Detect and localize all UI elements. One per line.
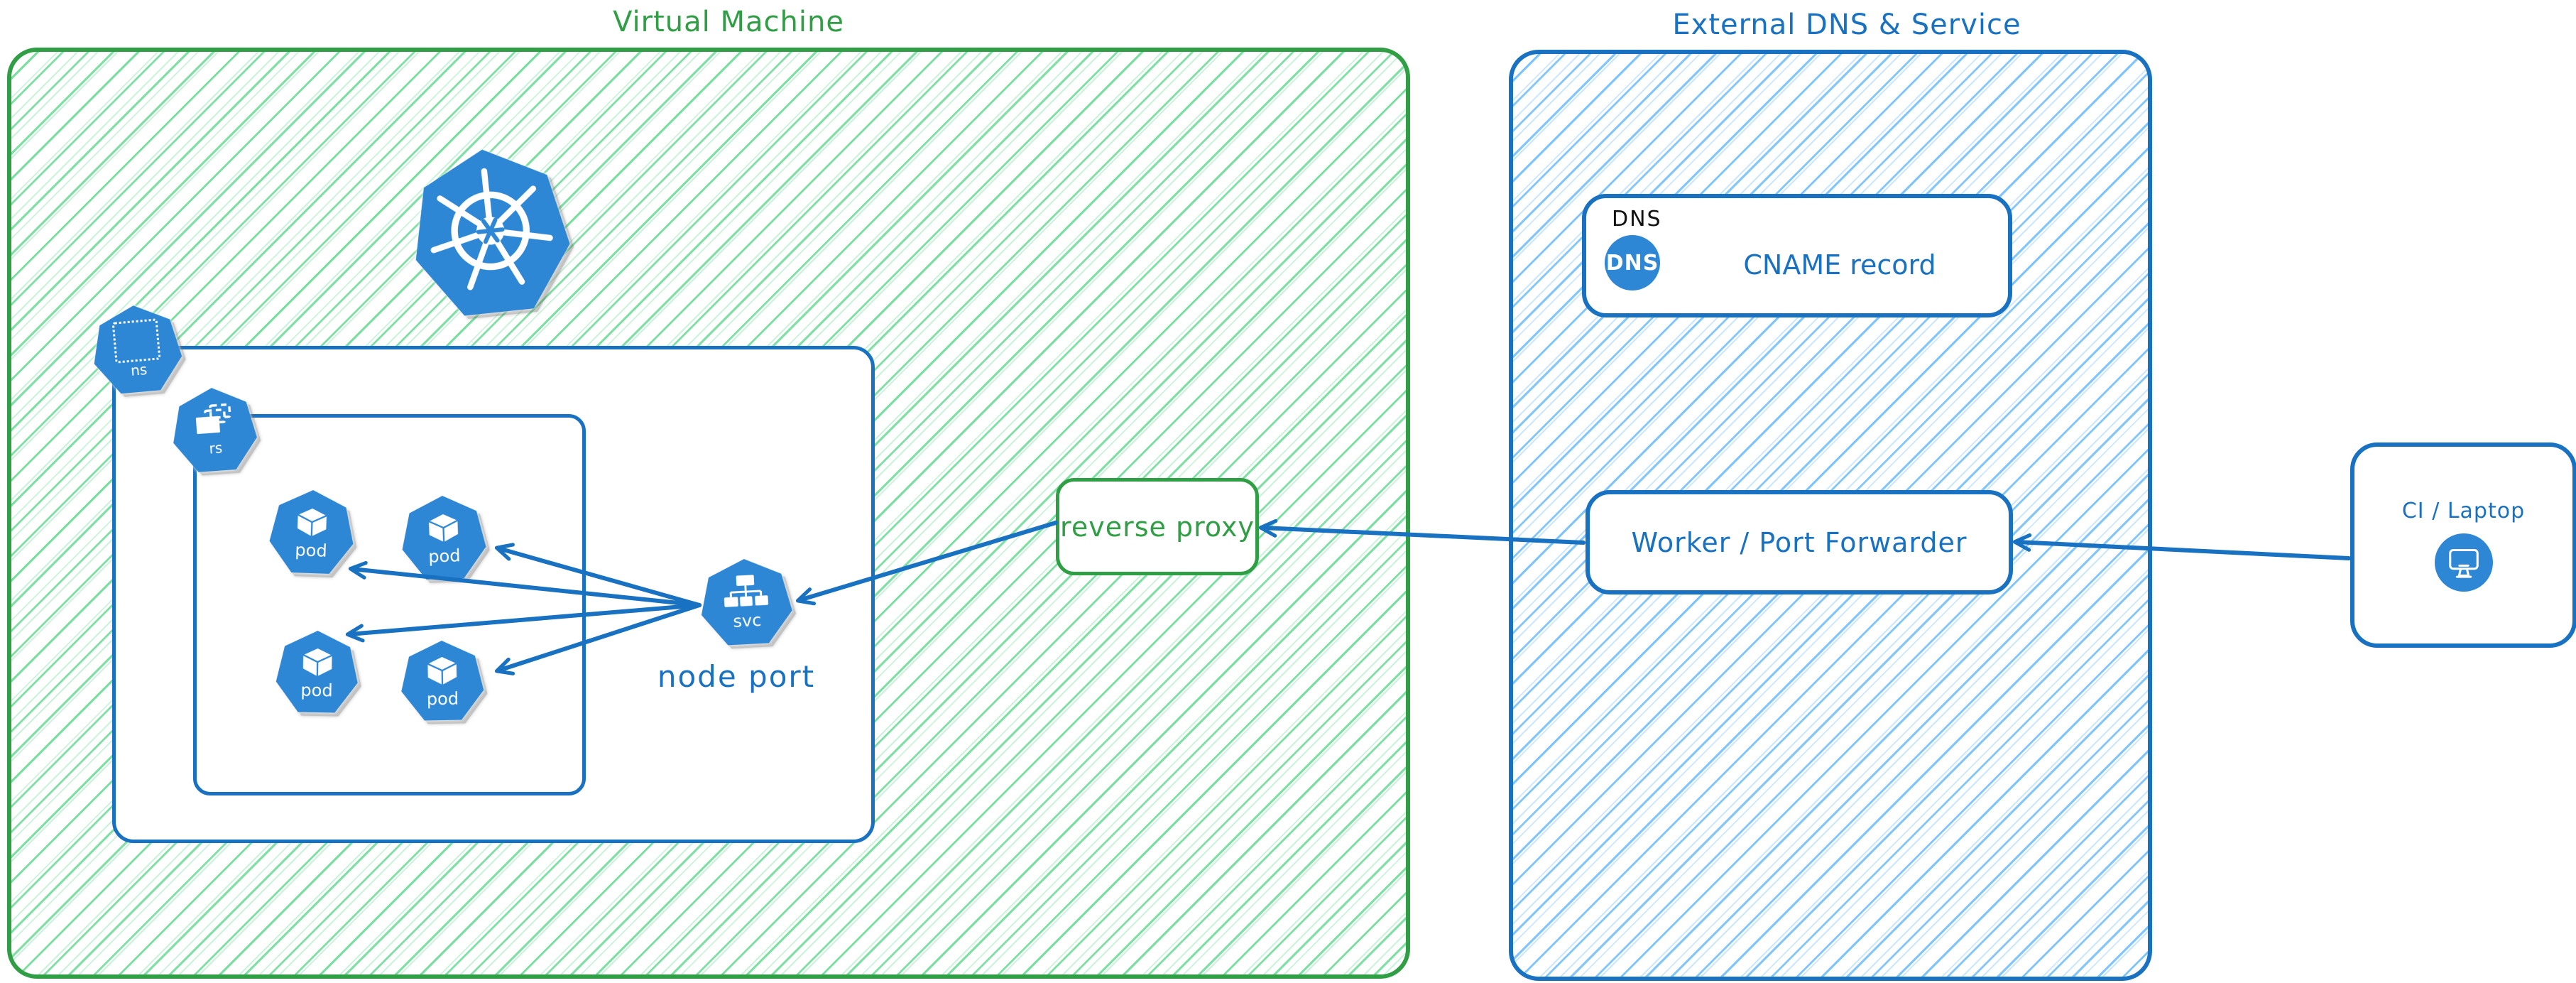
pod-icon-2: pod xyxy=(400,494,487,580)
cname-record-label: CNAME record xyxy=(1743,249,1936,281)
worker-port-forwarder-box: Worker / Port Forwarder xyxy=(1586,490,2013,594)
reverse-proxy-label: reverse proxy xyxy=(1060,511,1255,543)
pod-label: pod xyxy=(295,539,328,561)
dns-record-box: DNS DNS CNAME record xyxy=(1582,194,2012,317)
pod-label: pod xyxy=(426,688,459,710)
replicaset-stack-icon xyxy=(191,402,237,440)
replicaset-icon: rs xyxy=(170,385,259,474)
pod-icon-3: pod xyxy=(275,630,359,713)
kubernetes-helm-icon xyxy=(417,154,564,308)
service-icon-label: svc xyxy=(732,609,763,631)
reverse-proxy-box: reverse proxy xyxy=(1056,478,1259,575)
namespace-icon-label: ns xyxy=(130,360,148,379)
cube-icon xyxy=(421,653,463,689)
kubernetes-logo xyxy=(405,141,577,320)
pod-icon-1: pod xyxy=(268,489,355,575)
dns-badge-label: DNS xyxy=(1605,250,1659,276)
dotted-square-icon xyxy=(112,318,161,363)
namespace-icon: ns xyxy=(89,302,185,396)
monitor-icon xyxy=(2434,533,2493,592)
dns-badge-icon: DNS xyxy=(1605,235,1660,290)
cube-icon xyxy=(422,510,465,547)
cube-icon xyxy=(291,504,334,541)
virtual-machine-title: Virtual Machine xyxy=(613,6,844,38)
replicaset-icon-label: rs xyxy=(208,438,223,457)
ci-laptop-box: CI / Laptop xyxy=(2350,442,2576,648)
replicaset-box xyxy=(193,414,586,795)
cube-icon xyxy=(296,644,338,680)
service-tree-icon xyxy=(720,572,772,612)
ci-laptop-label: CI / Laptop xyxy=(2401,499,2526,523)
pod-label: pod xyxy=(300,680,333,700)
service-icon: svc xyxy=(699,557,794,647)
dns-tag: DNS xyxy=(1612,207,1662,232)
node-port-caption: node port xyxy=(657,659,816,694)
pod-label: pod xyxy=(427,545,461,567)
worker-port-forwarder-label: Worker / Port Forwarder xyxy=(1631,526,1968,558)
external-dns-service-title: External DNS & Service xyxy=(1672,9,2021,41)
pod-icon-4: pod xyxy=(400,640,484,721)
